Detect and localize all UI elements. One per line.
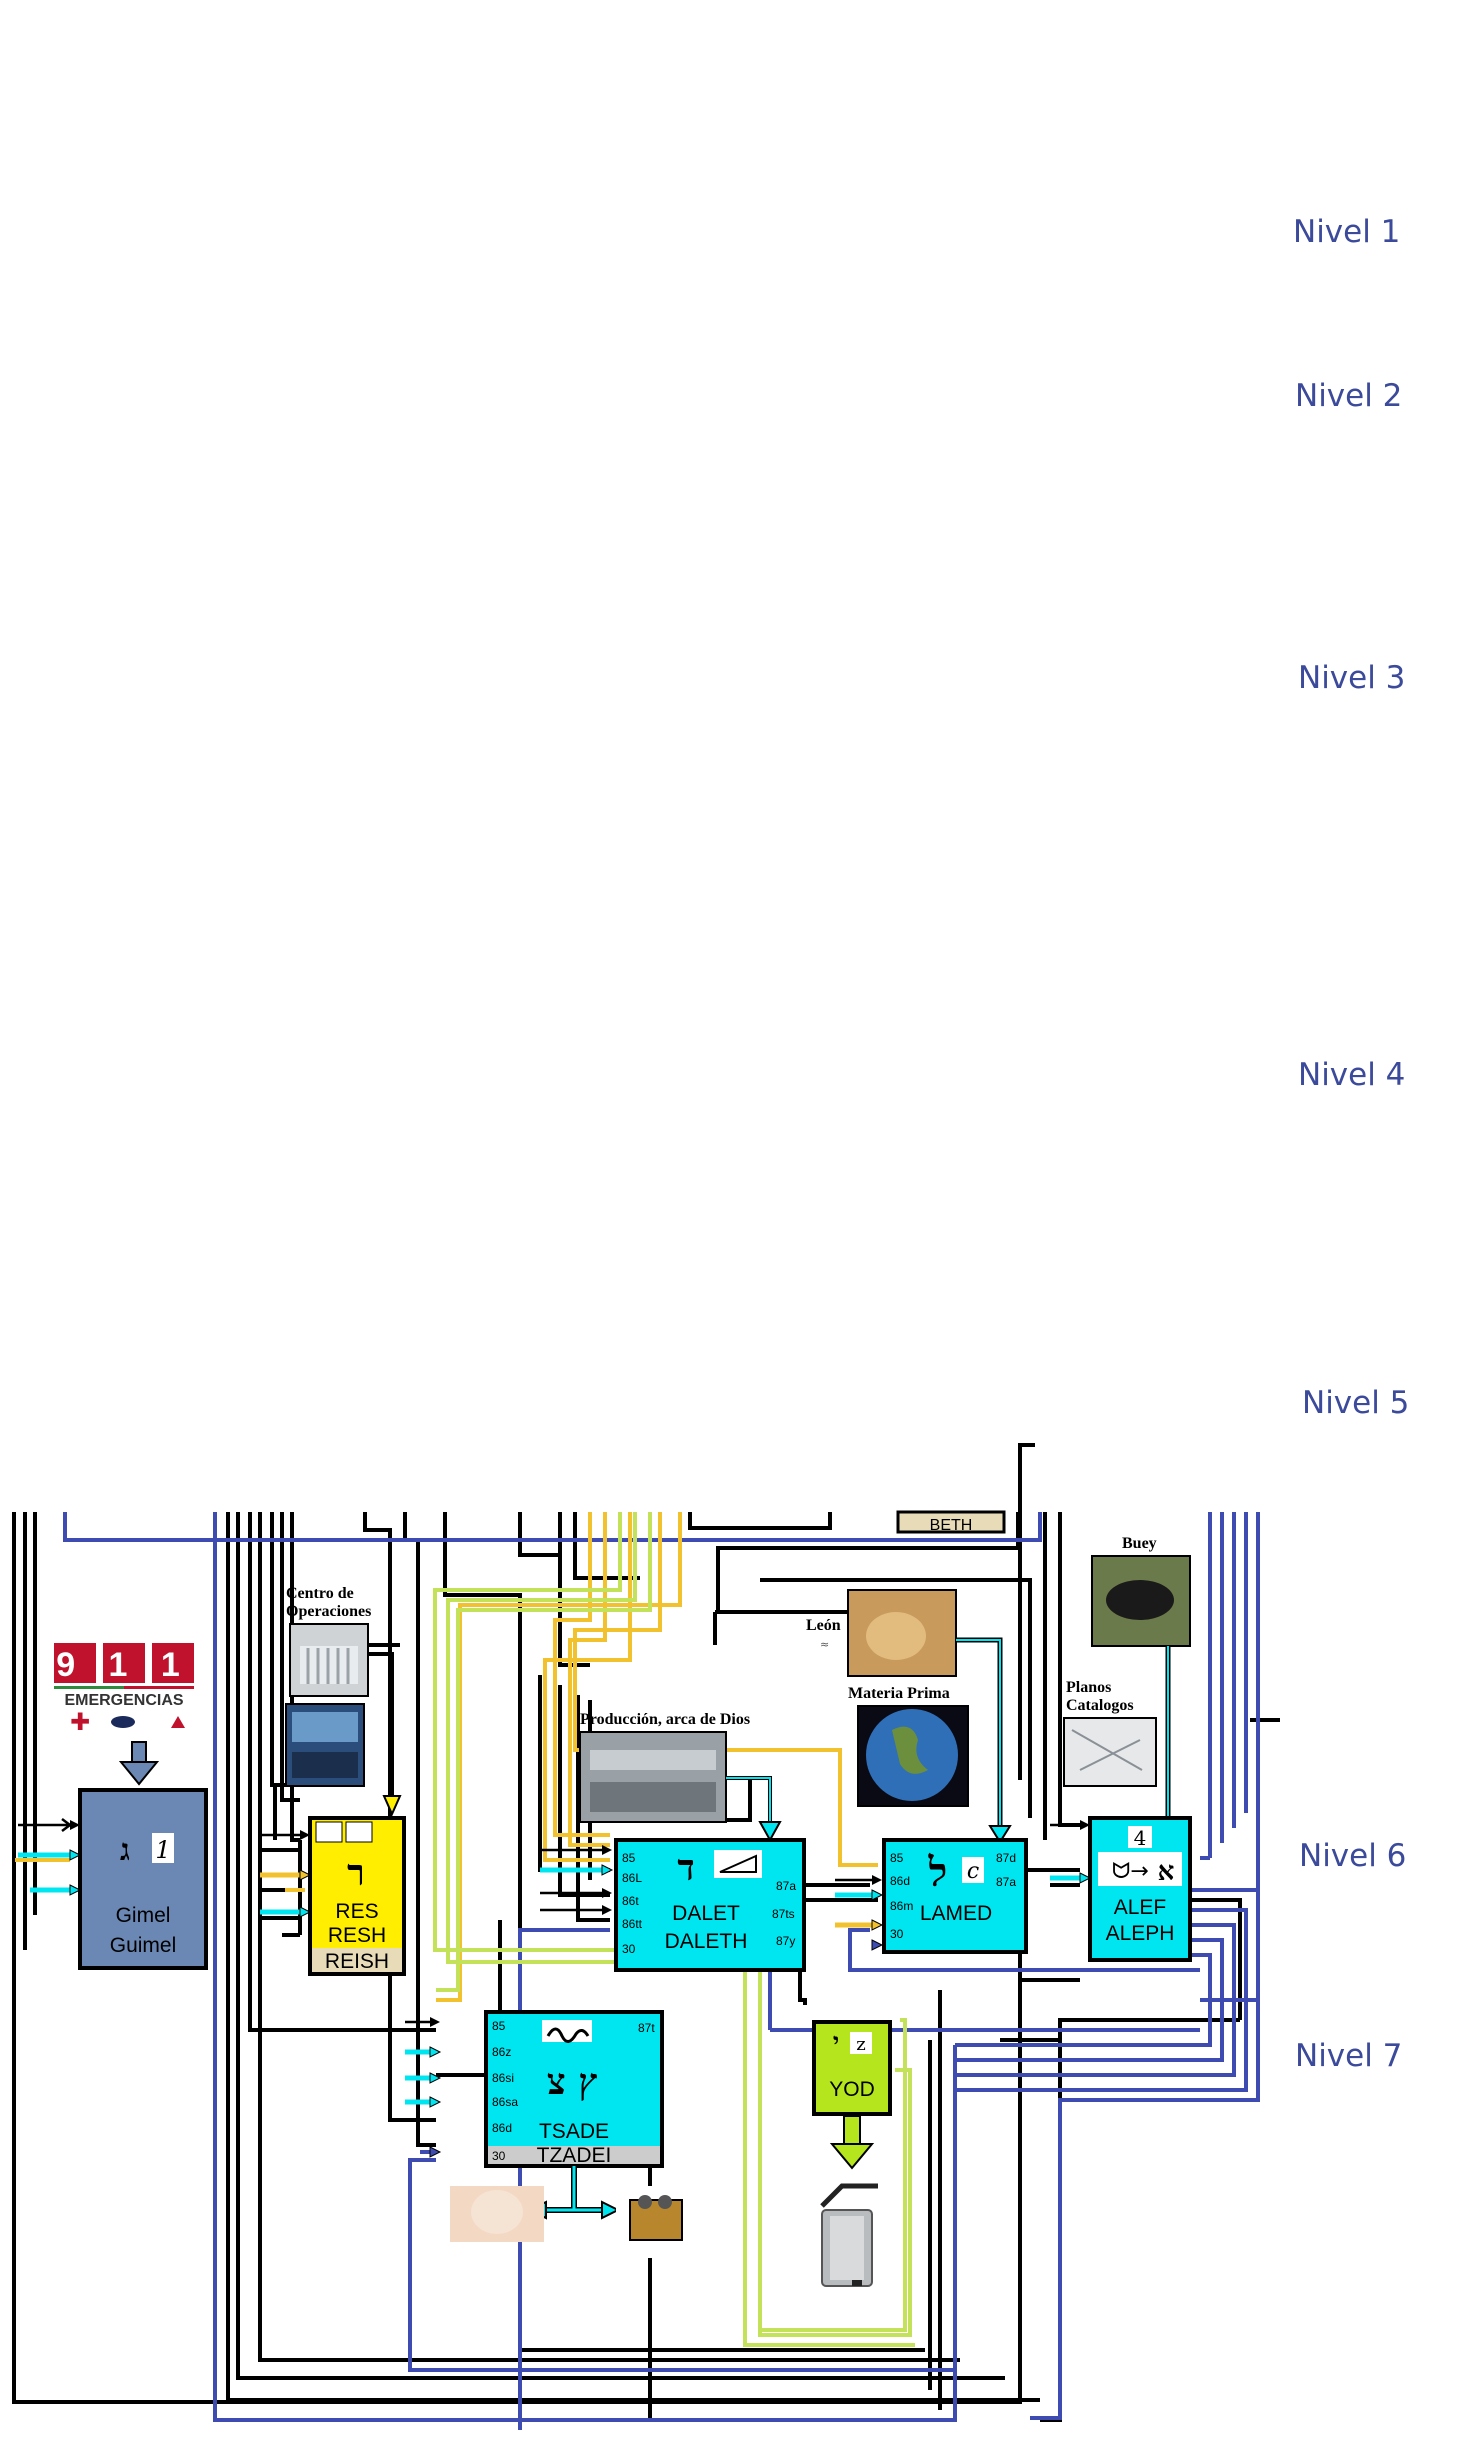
alef-box[interactable]: 4 ᗢ→ א ALEF ALEPH (1088, 1816, 1192, 1962)
svg-text:ᗢ→: ᗢ→ (1112, 1859, 1149, 1884)
lamed-pin-85: 85 (890, 1851, 904, 1865)
nivel-7-label: Nivel 7 (1295, 2038, 1403, 2074)
buey-group: Buey Planos Catalogos (1063, 1535, 1191, 1843)
dalet-pin-87y: 87y (776, 1934, 795, 1948)
caption-materia: Materia Prima (848, 1685, 950, 1702)
svg-text:✚: ✚ (70, 1708, 90, 1736)
lamed-name: LAMED (920, 1902, 992, 1925)
tsade-pin-30: 30 (492, 2149, 506, 2163)
alef-name-1: ALEF (1114, 1896, 1167, 1919)
gimel-name-2: Guimel (110, 1934, 177, 1957)
input-arrows (18, 1818, 1085, 2154)
dalet-hebrew: ד (677, 1847, 694, 1889)
lamed-box[interactable]: 85 86d 86m 30 ל c 87d 87a LAMED (882, 1838, 1028, 1954)
tsade-pin-85: 85 (492, 2019, 506, 2033)
beth-box (896, 1510, 1006, 1534)
caption-buey: Buey (1122, 1535, 1157, 1552)
emergency-label: EMERGENCIAS (64, 1692, 183, 1709)
dalet-box[interactable]: 85 86L 86t 86tt 30 ד 87a 87ts 87y DALET … (614, 1838, 806, 1972)
tsade-pin-86d: 86d (492, 2121, 512, 2135)
emergency-number: 9 1 1 (56, 1646, 192, 1684)
nivel-3-label: Nivel 3 (1298, 660, 1406, 696)
svg-text:≈: ≈ (820, 1638, 829, 1651)
alef-glyph: 4 (1134, 1826, 1147, 1850)
caption-produccion: Producción, arca de Dios (580, 1711, 750, 1728)
lamed-pin-87a: 87a (996, 1875, 1016, 1889)
caption-leon: León (806, 1617, 841, 1634)
yod-hebrew: י (833, 2027, 839, 2056)
lamed-pin-30: 30 (890, 1927, 904, 1941)
tsade-name-2: TZADEI (537, 2144, 612, 2167)
lamed-pin-87d: 87d (996, 1851, 1016, 1865)
tsade-pin-86si: 86si (492, 2071, 514, 2085)
arrow-heads (69, 1820, 1092, 2158)
resh-name-1: RES (335, 1900, 378, 1923)
dalet-pin-87a: 87a (776, 1879, 796, 1893)
nivel-4-label: Nivel 4 (1298, 1057, 1406, 1093)
tsade-name-1: TSADE (539, 2120, 609, 2143)
tsade-pin-87t: 87t (638, 2021, 655, 2035)
nivel-6-label: Nivel 6 (1299, 1838, 1407, 1874)
nivel-1-label: Nivel 1 (1293, 214, 1401, 250)
dalet-pin-85: 85 (622, 1851, 636, 1865)
nivel-2-label: Nivel 2 (1295, 378, 1403, 414)
resh-name-3: REISH (325, 1950, 389, 1973)
dalet-name-1: DALET (672, 1902, 740, 1925)
tsade-output (450, 2166, 698, 2258)
centro-operaciones-group: Centro de Operaciones (285, 1585, 402, 1817)
beth-label: BETH (930, 1517, 973, 1534)
resh-name-2: RESH (328, 1924, 386, 1947)
alef-hebrew: א (1158, 1857, 1175, 1887)
yod-name: YOD (829, 2078, 875, 2101)
tsade-pin-86sa: 86sa (492, 2095, 518, 2109)
gimel-name-1: Gimel (116, 1904, 171, 1927)
tsade-box[interactable]: 85 86z 86si 86sa 86d 30 87t ץ צ TSADE TZ… (484, 2010, 664, 2168)
dalet-pin-86t: 86t (622, 1894, 639, 1908)
tsade-pin-86z: 86z (492, 2045, 511, 2059)
yod-box[interactable]: י z YOD (812, 2020, 892, 2116)
arrow-down-icon (118, 1741, 160, 1786)
lamed-pin-86d: 86d (890, 1874, 910, 1888)
caption-operaciones: Operaciones (286, 1603, 371, 1620)
gimel-box[interactable]: ג 1 Gimel Guimel (78, 1788, 208, 1970)
dalet-pin-86tt: 86tt (622, 1917, 643, 1931)
trash-bin-icon (820, 2183, 878, 2287)
alef-name-2: ALEPH (1106, 1922, 1175, 1945)
lamed-glyph: c (967, 1859, 979, 1884)
dalet-pin-30: 30 (622, 1942, 636, 1956)
lamed-pin-86m: 86m (890, 1899, 913, 1913)
nivel-5-label: Nivel 5 (1302, 1385, 1410, 1421)
yod-output (820, 2115, 878, 2287)
produccion-group: Producción, arca de Dios (579, 1711, 782, 1843)
emergency-911-logo: 9 1 1 EMERGENCIAS ✚ (54, 1643, 194, 1736)
resh-box[interactable]: ר RES RESH REISH (308, 1816, 406, 1976)
dalet-name-2: DALETH (665, 1930, 748, 1953)
resh-hebrew: ר (347, 1852, 365, 1894)
dalet-pin-87ts: 87ts (772, 1907, 795, 1921)
gimel-hebrew: ג (120, 1833, 130, 1868)
gimel-glyph: 1 (155, 1836, 170, 1864)
dalet-pin-86L: 86L (622, 1871, 642, 1885)
caption-centro: Centro de (286, 1585, 354, 1602)
leon-materia-group: León ≈ Materia Prima (806, 1589, 1012, 1844)
yod-glyph: z (856, 2034, 865, 2055)
tsade-hebrew: ץ צ (547, 2061, 597, 2103)
lamed-hebrew: ל (928, 1849, 948, 1896)
caption-catalogos: Catalogos (1066, 1697, 1134, 1714)
caption-planos: Planos (1066, 1679, 1111, 1696)
blue-wires (63, 1512, 1260, 2430)
